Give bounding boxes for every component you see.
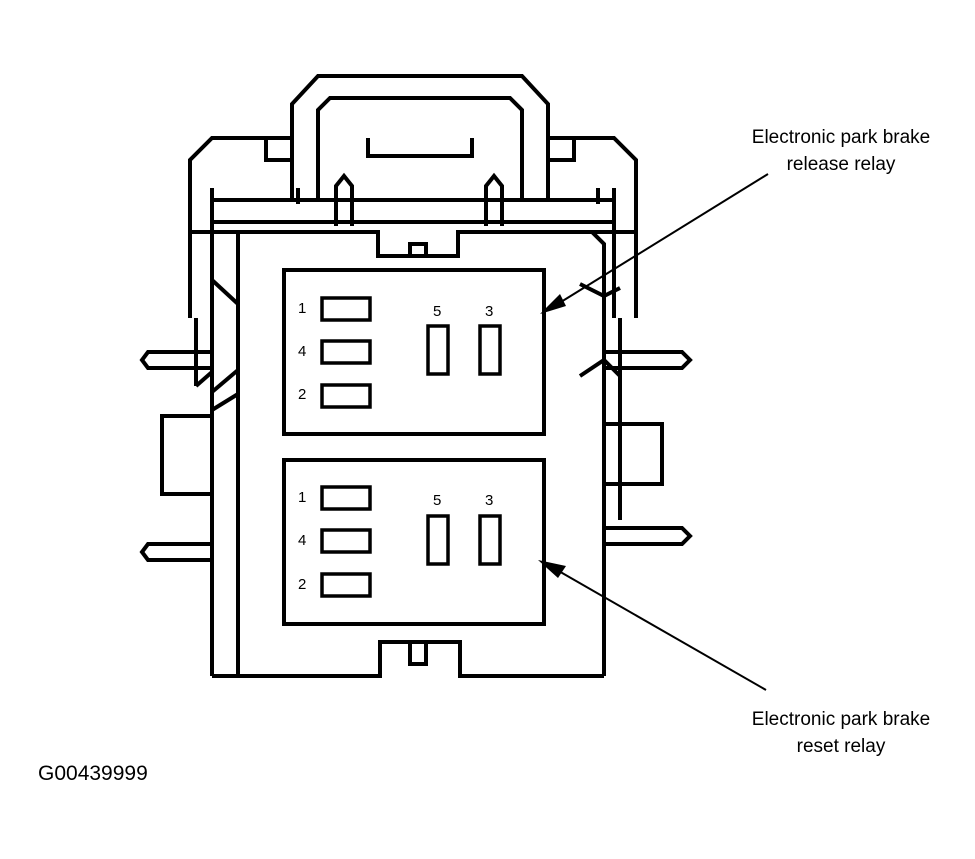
- upper-relay-label-5: 5: [433, 303, 441, 320]
- upper-relay-outline: [282, 268, 546, 436]
- upper-relay-pin-2: [320, 383, 372, 409]
- reset-arrowhead: [538, 560, 566, 578]
- release-callout-line1: Electronic park brake: [751, 127, 931, 148]
- lower-relay-pin-4: [320, 528, 372, 554]
- lower-relay-label-1: 1: [298, 489, 306, 506]
- upper-relay-label-2: 2: [298, 386, 306, 403]
- upper-relay-pin-1: [320, 296, 372, 322]
- upper-relay-label-1: 1: [298, 300, 306, 317]
- lower-relay-reset: 1 4 2 5 3: [282, 458, 546, 626]
- release-relay-leader: [540, 173, 769, 314]
- reset-relay-leader: [538, 560, 767, 691]
- connector-latch-handle: [290, 74, 550, 200]
- locking-posts: [296, 172, 600, 226]
- relay-block-body: [210, 230, 606, 678]
- upper-relay-label-4: 4: [298, 343, 306, 360]
- reset-callout-line2: reset relay: [796, 736, 886, 757]
- lower-relay-label-4: 4: [298, 532, 306, 549]
- upper-relay-pin-5: [426, 324, 450, 376]
- figure-id-label: G00439999: [38, 762, 148, 785]
- lower-relay-label-5: 5: [433, 492, 441, 509]
- upper-relay-release: 1 4 2 5 3: [282, 268, 546, 436]
- side-mounting-pins: [139, 278, 693, 562]
- lower-relay-label-3: 3: [485, 492, 493, 509]
- lower-relay-pin-5: [426, 514, 450, 566]
- connector-outer-housing: [188, 136, 638, 318]
- upper-relay-pin-4: [320, 339, 372, 365]
- lower-relay-outline: [282, 458, 546, 626]
- upper-relay-label-3: 3: [485, 303, 493, 320]
- lower-relay-pin-2: [320, 572, 372, 598]
- release-relay-callout: Electronic park brake release relay: [736, 124, 946, 178]
- lower-relay-pin-3: [478, 514, 502, 566]
- lower-relay-label-2: 2: [298, 576, 306, 593]
- reset-relay-callout: Electronic park brake reset relay: [736, 706, 946, 760]
- release-arrowhead: [540, 294, 566, 314]
- release-callout-line2: release relay: [786, 154, 896, 175]
- lower-relay-pin-1: [320, 485, 372, 511]
- reset-callout-line1: Electronic park brake: [751, 709, 931, 730]
- upper-relay-pin-3: [478, 324, 502, 376]
